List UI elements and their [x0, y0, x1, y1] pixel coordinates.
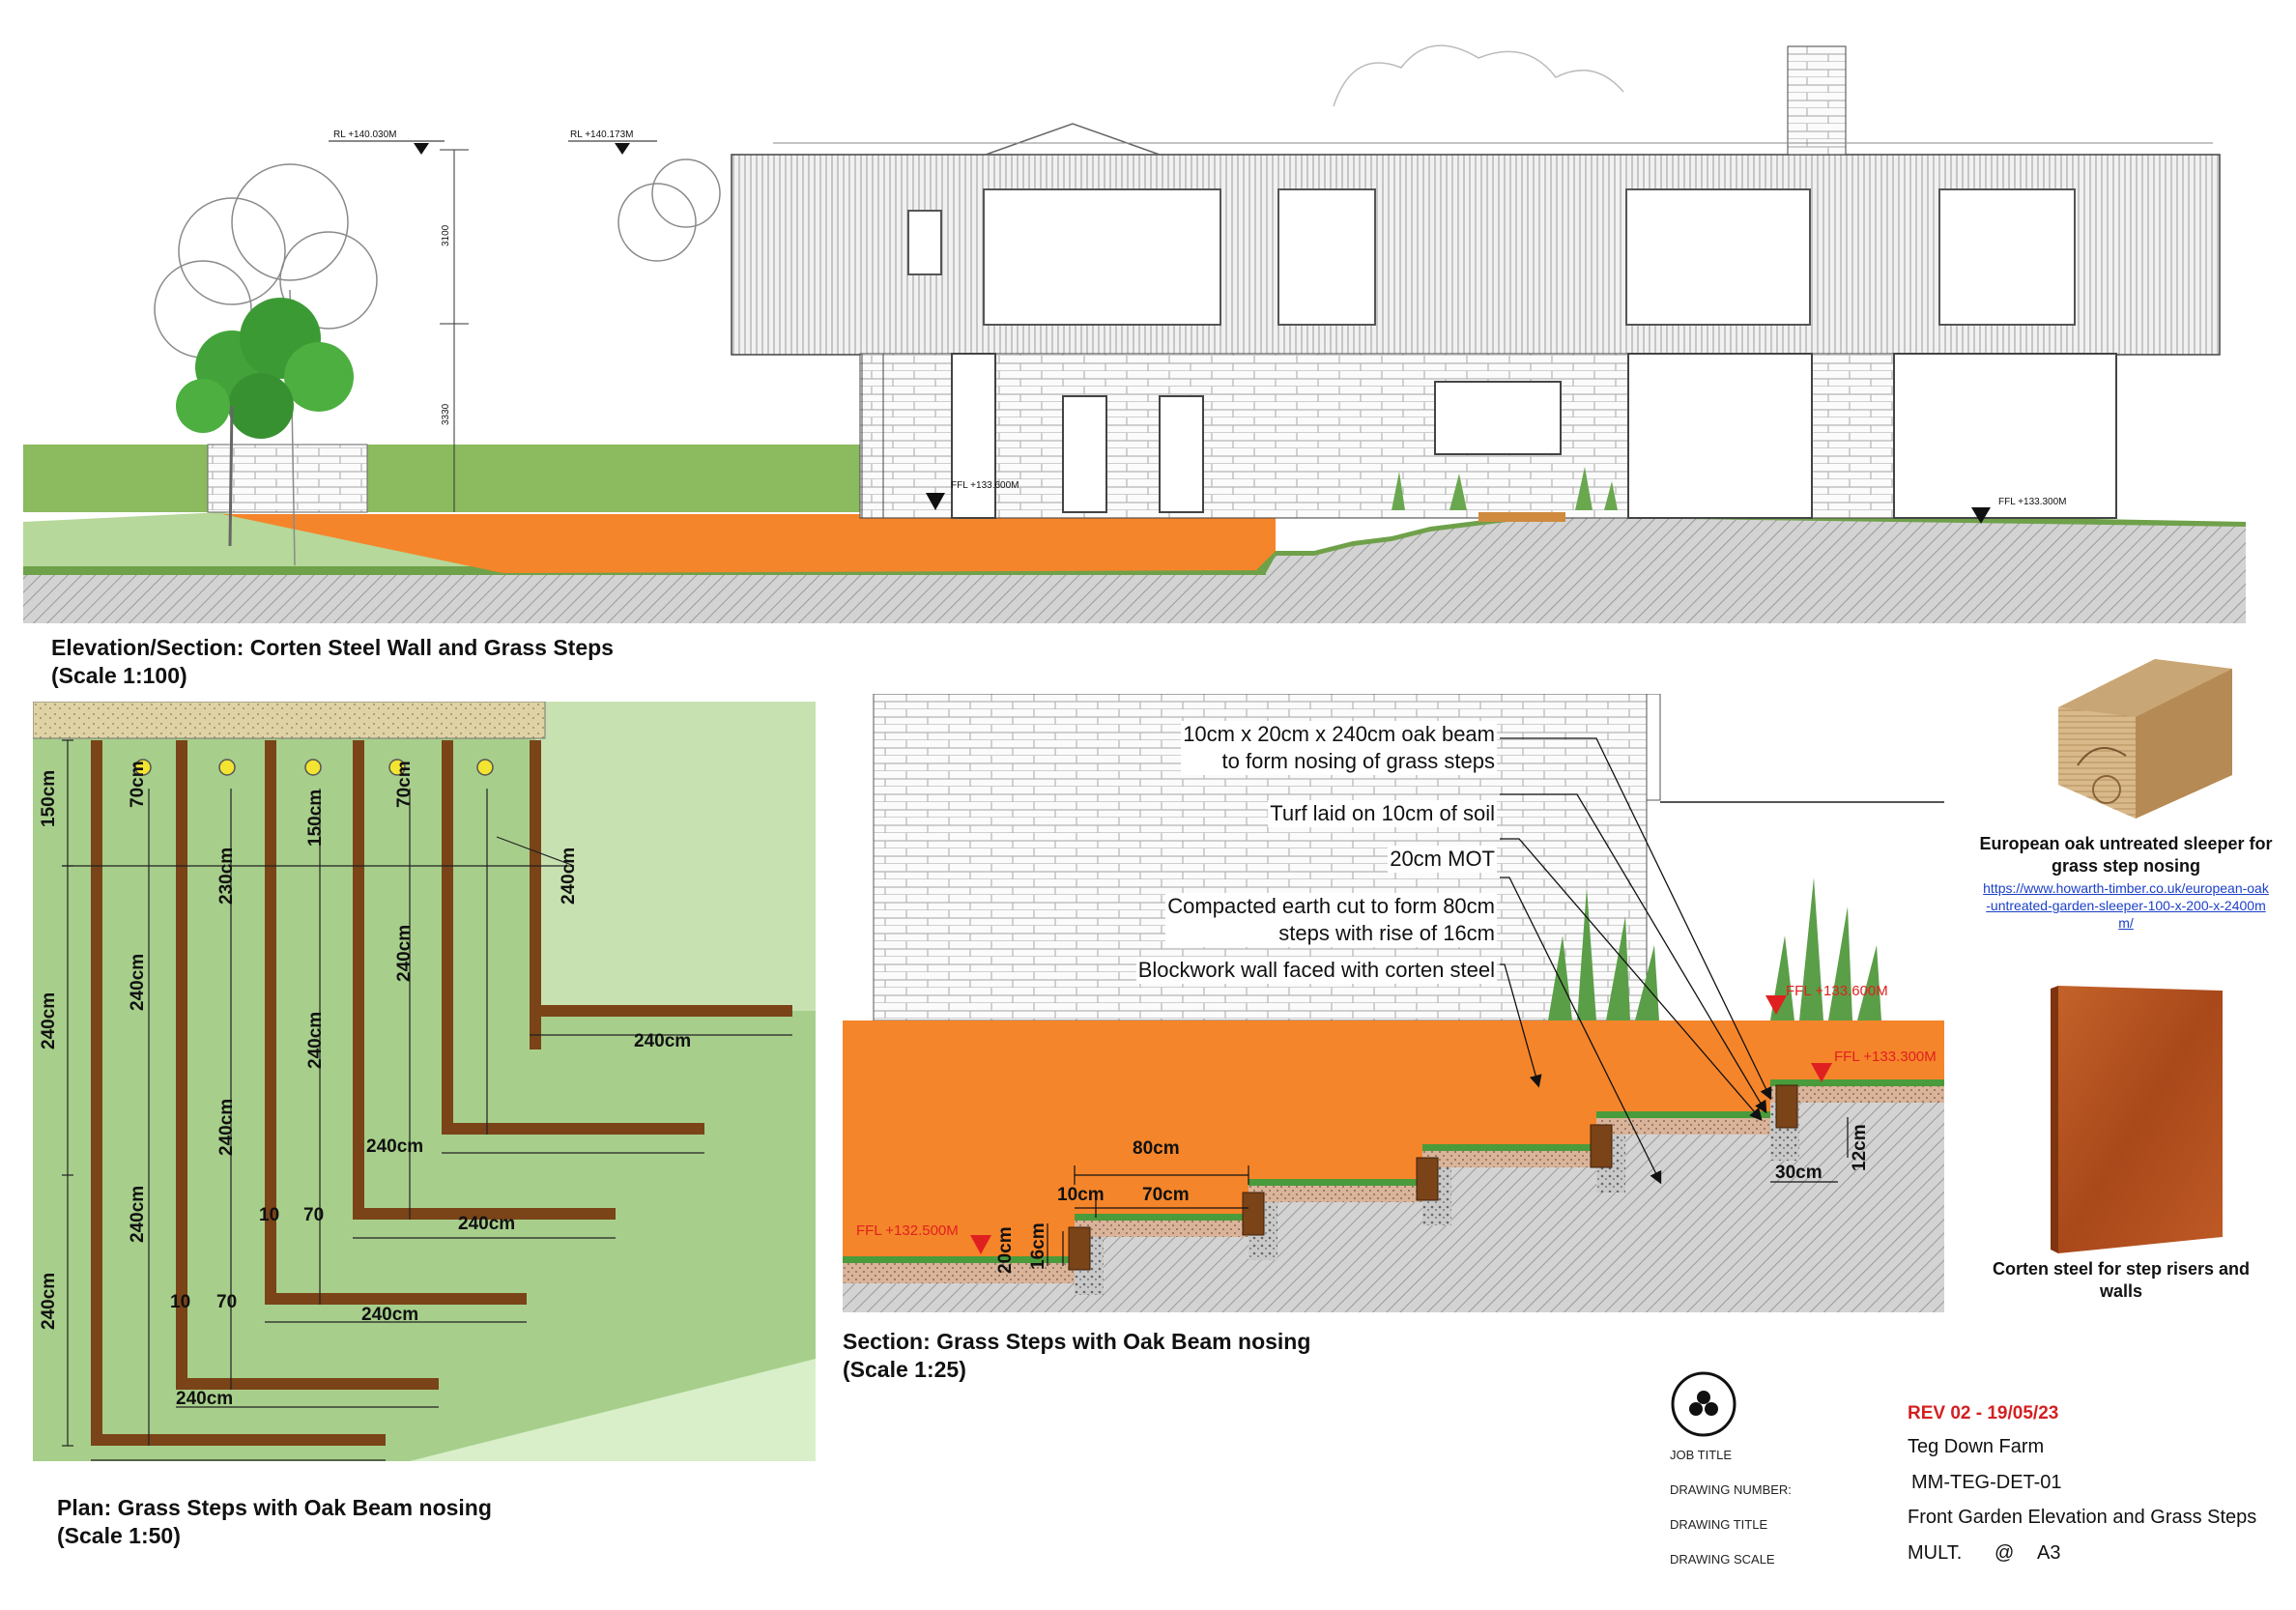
dim-3100: 3100 — [441, 224, 451, 246]
callout-oak-beam: 10cm x 20cm x 240cm oak beam to form nos… — [1181, 721, 1497, 775]
drawing-title-value: Front Garden Elevation and Grass Steps — [1908, 1507, 2257, 1528]
hedge-band — [23, 445, 864, 512]
lawn-left — [23, 512, 502, 573]
level-ffl-2: FFL +133.300M — [1998, 497, 2067, 507]
svg-text:240cm: 240cm — [128, 954, 148, 1011]
callout-earth: Compacted earth cut to form 80cm steps w… — [1165, 893, 1497, 947]
elevation-caption-title: Elevation/Section: Corten Steel Wall and… — [51, 635, 614, 660]
oak-link[interactable]: https://www.howarth-timber.co.uk/europea… — [1983, 880, 2269, 931]
svg-text:10cm: 10cm — [1057, 1185, 1105, 1205]
svg-text:240cm: 240cm — [216, 1099, 237, 1156]
brick-garden-wall — [207, 444, 368, 513]
svg-text:150cm: 150cm — [39, 770, 59, 827]
drawing-number-label: DRAWING NUMBER: — [1670, 1482, 1792, 1497]
svg-text:70cm: 70cm — [1142, 1185, 1190, 1205]
svg-text:70cm: 70cm — [128, 761, 148, 808]
callout-blockwork: Blockwork wall faced with corten steel — [1135, 957, 1497, 984]
drawing-title-label: DRAWING TITLE — [1670, 1517, 1768, 1532]
section-caption-scale: (Scale 1:25) — [843, 1357, 966, 1382]
drawing-number-value: MM-TEG-DET-01 — [1911, 1472, 2062, 1493]
corten-steel-image — [2051, 986, 2223, 1253]
svg-text:240cm: 240cm — [128, 1186, 148, 1243]
tree-green — [176, 298, 354, 547]
section-level-3: FFL +132.500M — [856, 1222, 959, 1239]
svg-text:240cm: 240cm — [559, 848, 579, 905]
section-drawing: FFL +133.600M FFL +133.300M FFL +132.500… — [843, 694, 1944, 1312]
bench — [1478, 512, 1565, 522]
svg-text:70cm: 70cm — [394, 761, 415, 808]
svg-text:16cm: 16cm — [1028, 1222, 1048, 1270]
section-turf — [843, 1079, 1944, 1263]
job-title-label: JOB TITLE — [1670, 1448, 1733, 1462]
section-level-2: FFL +133.300M — [1834, 1049, 1937, 1065]
callout-turf: Turf laid on 10cm of soil — [1268, 800, 1497, 827]
svg-text:70: 70 — [216, 1292, 237, 1312]
svg-text:20cm: 20cm — [995, 1226, 1016, 1274]
svg-text:240cm: 240cm — [458, 1214, 515, 1234]
dim-3330: 3330 — [441, 403, 451, 425]
svg-text:240cm: 240cm — [361, 1305, 418, 1325]
svg-text:240cm: 240cm — [634, 1031, 691, 1051]
level-rl-1: RL +140.030M — [333, 129, 397, 140]
svg-text:150cm: 150cm — [305, 790, 326, 847]
oak-sleeper-image — [2058, 659, 2232, 819]
elevation-caption-scale: (Scale 1:100) — [51, 663, 187, 688]
drawing-scale-at: @ — [1995, 1542, 2015, 1564]
svg-text:30cm: 30cm — [1775, 1163, 1822, 1183]
revision-label: REV 02 - 19/05/23 — [1908, 1403, 2059, 1423]
drawing-scale-label: DRAWING SCALE — [1670, 1552, 1775, 1567]
roof-gable — [985, 123, 1161, 156]
ground-hatch — [23, 575, 2246, 623]
svg-text:240cm: 240cm — [366, 1136, 423, 1157]
svg-text:240cm: 240cm — [176, 1389, 233, 1409]
elevation-caption: Elevation/Section: Corten Steel Wall and… — [51, 634, 614, 690]
svg-text:240cm: 240cm — [39, 1273, 59, 1330]
svg-text:240cm: 240cm — [39, 992, 59, 1049]
section-planting — [1548, 877, 1881, 1021]
plan-lights — [134, 759, 494, 776]
plan-drawing: 150cm 240cm 240cm 70cm 230cm 240cm 240cm… — [33, 702, 816, 1461]
section-oak-beams — [1068, 1084, 1798, 1271]
chimney — [1787, 45, 1847, 156]
svg-text:80cm: 80cm — [1133, 1138, 1180, 1159]
plan-caption-title: Plan: Grass Steps with Oak Beam nosing — [57, 1495, 492, 1520]
section-dimensions: 80cm 10cm 70cm 20cm 16cm 30cm 12cm — [995, 1124, 1870, 1274]
plan-caption: Plan: Grass Steps with Oak Beam nosing (… — [57, 1494, 492, 1550]
plan-caption-scale: (Scale 1:50) — [57, 1523, 181, 1548]
section-caption: Section: Grass Steps with Oak Beam nosin… — [843, 1328, 1310, 1384]
svg-text:10: 10 — [259, 1205, 279, 1225]
section-level-1: FFL +133.600M — [1786, 983, 1888, 999]
drawing-paper-size: A3 — [2037, 1542, 2061, 1564]
job-title-value: Teg Down Farm — [1908, 1436, 2045, 1457]
svg-text:12cm: 12cm — [1850, 1124, 1870, 1171]
svg-text:230cm: 230cm — [216, 848, 237, 905]
section-caption-title: Section: Grass Steps with Oak Beam nosin… — [843, 1329, 1311, 1354]
drawing-scale-value: MULT. — [1908, 1542, 1963, 1564]
level-rl-2: RL +140.173M — [570, 129, 634, 140]
svg-text:70: 70 — [303, 1205, 324, 1225]
plan-oak-beams — [91, 740, 792, 1446]
company-logo-icon — [1671, 1371, 1736, 1437]
oak-caption: European oak untreated sleeper for grass… — [1979, 834, 2273, 876]
svg-text:10: 10 — [170, 1292, 190, 1312]
callout-mot: 20cm MOT — [1388, 846, 1497, 873]
elevation-drawing: RL +140.030M RL +140.173M FFL +133.600M … — [23, 44, 2246, 623]
level-ffl-1: FFL +133.600M — [951, 480, 1019, 491]
svg-text:240cm: 240cm — [394, 925, 415, 982]
plan-dimensions: 150cm 240cm 240cm 70cm 230cm 240cm 240cm… — [39, 761, 691, 1409]
corten-wall-elevation — [222, 514, 1276, 573]
corten-caption: Corten steel for step risers and walls — [1992, 1259, 2251, 1301]
plan-hedge-strip — [33, 702, 546, 739]
svg-text:240cm: 240cm — [305, 1012, 326, 1069]
planting-elevation — [1392, 467, 1618, 510]
